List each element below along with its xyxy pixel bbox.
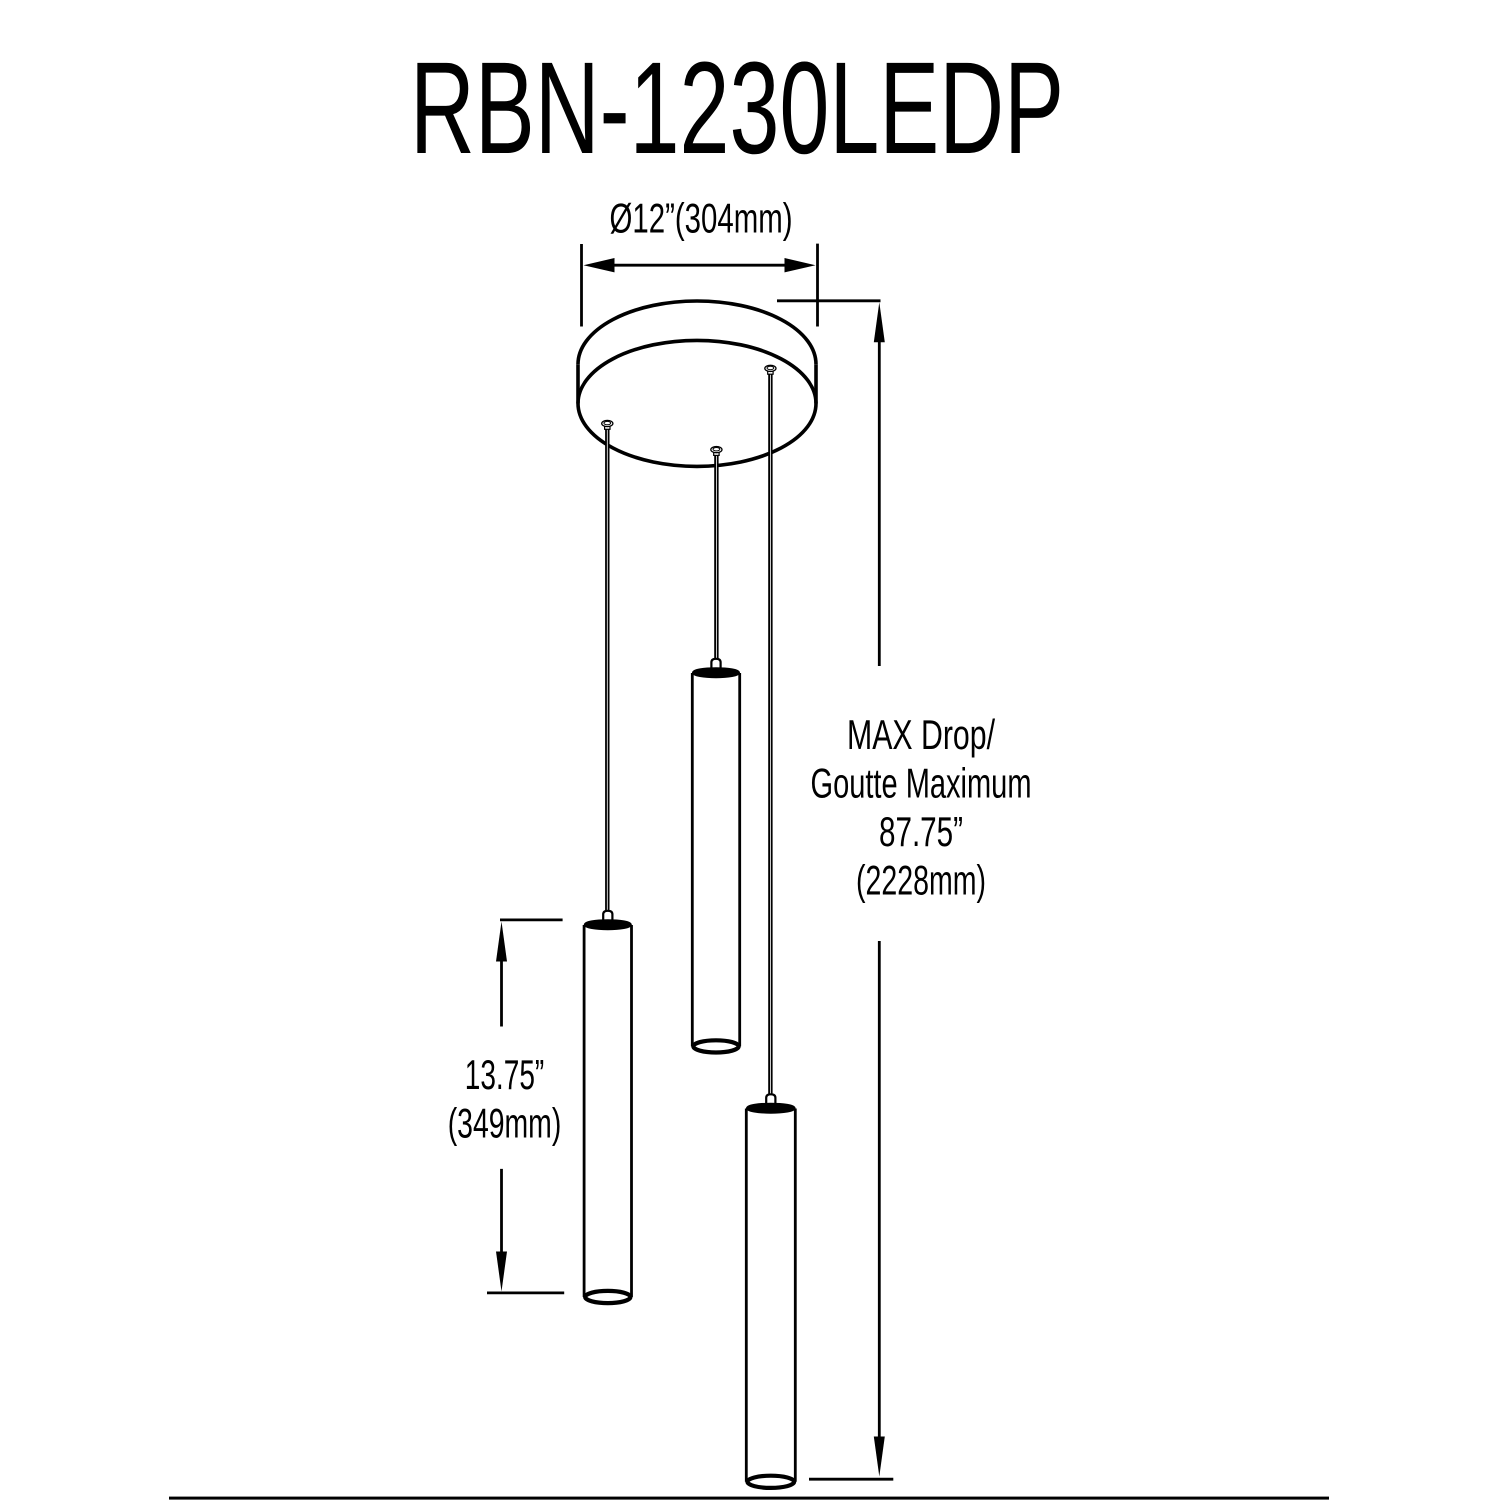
svg-text:Ø12”(304mm): Ø12”(304mm) bbox=[610, 195, 793, 242]
svg-text:13.75”: 13.75” bbox=[465, 1051, 545, 1098]
svg-text:RBN-1230LEDP: RBN-1230LEDP bbox=[410, 34, 1064, 181]
svg-text:MAX Drop/: MAX Drop/ bbox=[847, 711, 995, 758]
svg-text:87.75”: 87.75” bbox=[879, 808, 963, 855]
svg-text:(2228mm): (2228mm) bbox=[856, 857, 986, 904]
svg-text:(349mm): (349mm) bbox=[448, 1100, 562, 1147]
svg-text:Goutte Maximum: Goutte Maximum bbox=[811, 760, 1032, 807]
